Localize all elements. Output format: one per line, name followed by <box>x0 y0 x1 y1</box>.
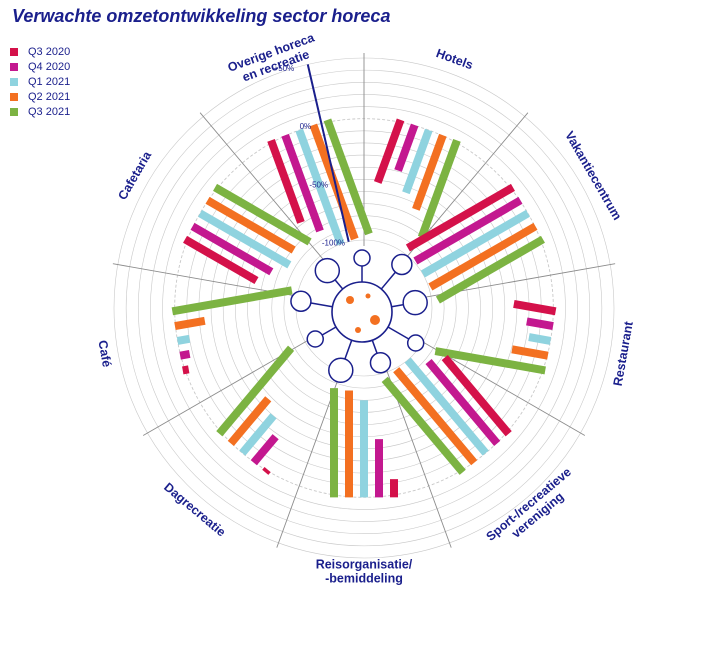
bar <box>373 118 405 184</box>
bar <box>435 235 545 304</box>
bar <box>428 222 538 291</box>
legend-swatch <box>10 107 18 116</box>
bar <box>425 359 501 446</box>
bar <box>250 434 279 466</box>
bar <box>262 466 271 475</box>
virus-spike-head <box>353 249 371 267</box>
virus-icon <box>290 249 428 384</box>
bar <box>216 345 295 437</box>
bar <box>420 209 530 278</box>
bar <box>412 133 447 211</box>
bar <box>323 118 373 236</box>
bar <box>267 138 305 224</box>
sector-label: Cafetaria <box>115 148 154 202</box>
radial-axis <box>306 64 350 242</box>
bar <box>402 128 433 195</box>
bar <box>227 396 272 446</box>
bar <box>526 317 554 331</box>
sector-label: Restaurant <box>611 320 636 388</box>
bar <box>183 235 259 285</box>
legend-item: Q1 2021 <box>10 74 70 89</box>
bar <box>182 365 190 375</box>
bar <box>179 350 191 360</box>
legend-item: Q2 2021 <box>10 89 70 104</box>
bar <box>239 413 277 456</box>
bar <box>404 357 489 456</box>
virus-dot <box>365 293 371 299</box>
bar <box>413 196 523 265</box>
legend: Q3 2020 Q4 2020 Q1 2021 Q2 2021 Q3 2021 <box>10 44 70 119</box>
bar <box>511 345 549 360</box>
bar <box>174 316 206 331</box>
bar <box>213 183 312 246</box>
legend-label: Q4 2020 <box>28 60 71 73</box>
bar <box>205 196 296 254</box>
legend-item: Q3 2021 <box>10 104 70 119</box>
virus-dot <box>355 327 361 333</box>
virus-dot <box>346 296 354 304</box>
bar <box>441 354 512 437</box>
page-title: Verwachte omzetontwikkeling sector horec… <box>12 6 391 26</box>
virus-spike-head <box>406 334 425 352</box>
sector-label: Café <box>95 339 114 368</box>
legend-item: Q4 2020 <box>10 59 70 74</box>
virus-spike-head <box>290 290 312 312</box>
bar <box>528 333 552 345</box>
legend-swatch <box>10 47 18 56</box>
bar <box>417 138 461 239</box>
legend-label: Q3 2021 <box>28 105 71 118</box>
bar <box>393 367 478 466</box>
bar <box>381 376 466 475</box>
legend-label: Q1 2021 <box>28 75 71 88</box>
tick-label: +50% <box>274 64 295 73</box>
virus-spike-head <box>314 257 341 284</box>
legend-label: Q3 2020 <box>28 45 71 58</box>
bar <box>190 222 274 276</box>
bar <box>405 183 515 252</box>
virus-spike-head <box>391 253 413 276</box>
sector-label: Dagrecreatie <box>161 480 228 539</box>
sector-label: Hotels <box>434 46 475 72</box>
legend-label: Q2 2021 <box>28 90 71 103</box>
bar <box>171 286 293 316</box>
tick-label: 0% <box>300 122 312 131</box>
virus-body <box>331 281 393 343</box>
legend-swatch <box>10 77 18 86</box>
legend-swatch <box>10 92 18 101</box>
axis-layer: +50% 0% -50% -100% <box>274 64 350 248</box>
virus-spike-head <box>328 357 354 384</box>
bar <box>394 123 419 172</box>
tick-label: -100% <box>322 239 345 248</box>
sector-label: Reisorganisatie/ <box>316 557 413 571</box>
bar <box>281 133 324 233</box>
bars-layer <box>171 118 557 498</box>
legend-swatch <box>10 62 18 71</box>
legend-item: Q3 2020 <box>10 44 70 59</box>
bar <box>176 334 191 345</box>
virus-spike-head <box>402 289 428 316</box>
virus-spike-head <box>369 351 392 374</box>
tick-label: -50% <box>309 180 328 189</box>
bar <box>434 347 546 375</box>
sector-label: -bemiddeling <box>325 571 403 585</box>
virus-spike-head <box>306 330 324 348</box>
bar <box>295 128 345 246</box>
bar <box>513 300 557 316</box>
bar <box>198 209 292 269</box>
virus-dot <box>370 315 380 325</box>
